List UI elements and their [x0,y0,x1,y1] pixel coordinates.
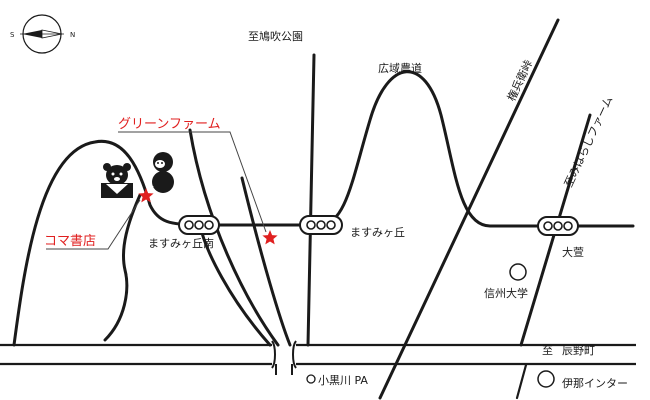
label-masumigaoka-minami: ますみヶ丘南 [148,237,214,250]
branch-road-west [103,193,142,342]
leader-green-farm [118,131,267,233]
label-koiki-noudo: 広域農道 [378,61,422,75]
interchange-bridge [271,340,297,375]
compass-icon [20,14,64,54]
road-converge-east [240,176,292,347]
leader-koma-shoten [46,199,141,250]
landmark-circle-icon [509,263,527,281]
label-mihara-farm: 至みはらしファーム [562,94,615,189]
label-tatsuno: 辰野町 [562,344,595,357]
label-kogurogawa-pa: 小黒川 PA [318,374,368,387]
label-masumigaoka: ますみヶ丘 [350,226,405,239]
label-ohagi: 大萱 [562,245,584,259]
bear-mascot-icon [101,163,133,198]
traffic-signal-icon [537,216,579,236]
traffic-signal-icon [299,215,343,235]
landmark-circle-icon [306,374,316,384]
label-ina-ic: 伊那インター [562,377,628,390]
label-hatoyabuki-park: 至鳩吹公園 [248,29,303,43]
road-north-hatoyabuki [306,53,316,347]
label-shinshu-univ: 信州大学 [484,286,528,300]
road-gongen-pass [378,18,560,400]
compass-south-label: S [10,31,15,39]
main-road-ew [12,70,635,347]
compass-north-label: N [70,31,75,39]
monkey-icon [151,152,174,194]
star-icon [262,230,278,245]
label-green-farm: グリーンファーム [118,117,221,132]
star-icon [138,188,154,203]
traffic-signal-icon [178,215,220,235]
label-koma-shoten: コマ書店 [44,234,96,249]
road-ina-ic [515,363,528,400]
landmark-circle-icon [537,370,555,388]
label-tatsuno-to: 至 [542,344,553,357]
road-converge-west [188,128,280,347]
